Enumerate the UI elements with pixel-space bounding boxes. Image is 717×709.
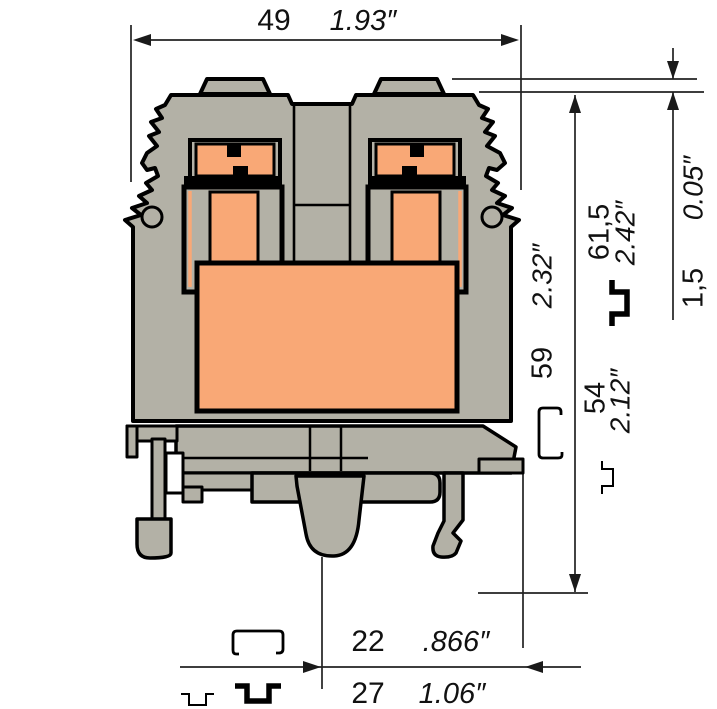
screw-notch-left (233, 166, 248, 176)
rail-tab-right (477, 457, 525, 475)
foot-leg-left (150, 437, 167, 522)
arrow-gap-down (667, 61, 679, 79)
foot-center (294, 474, 366, 558)
busbar (194, 260, 460, 414)
screw-slot-right (410, 144, 424, 157)
foot-channel-cut (164, 451, 185, 495)
foot-slab (174, 424, 518, 475)
label-offset-tophat-mm: 27 (351, 677, 384, 709)
foot-hook-right (431, 471, 465, 559)
label-height-low-inch: 2.12″ (604, 368, 635, 434)
mounting-foot (125, 424, 525, 560)
arrow-offset-left (303, 661, 321, 673)
screw-top-right (372, 77, 446, 96)
label-gap-inch: 0.05″ (677, 155, 708, 220)
dimension-labels: 49 1.93″ 1,5 0.05″ 61,5 2.42″ 59 2.32″ 5… (257, 4, 709, 709)
screw-shaft-left (208, 190, 260, 268)
clamp-bar-right (368, 176, 466, 187)
latch-hole-left (140, 205, 164, 229)
label-width-inch: 1.93″ (330, 5, 398, 37)
arrow-height-bottom (569, 574, 581, 592)
g-rail-icon (231, 629, 285, 656)
dimension-lines (130, 25, 704, 689)
center-channel (292, 105, 352, 262)
arrow-width-right (501, 34, 519, 46)
dimension-arrowheads (133, 34, 679, 673)
label-height-tophat-mm: 61,5 (584, 204, 616, 260)
label-height-low-mm: 54 (580, 382, 612, 414)
latch-hole-right (480, 205, 504, 229)
foot-hook-nub-left (181, 485, 204, 504)
arrow-offset-right (525, 661, 543, 673)
label-offset-grail-mm: 22 (351, 625, 384, 658)
label-height-grail-inch: 2.32″ (526, 243, 557, 309)
top-hat-rail-icon (235, 683, 281, 704)
label-height-tophat-inch: 2.42″ (609, 200, 640, 266)
top-hat-rail-thin-icon-rotated (601, 461, 614, 494)
top-hat-rail-icon-rotated (609, 280, 630, 326)
label-gap-mm: 1,5 (678, 268, 710, 308)
label-width-mm: 49 (257, 4, 290, 37)
rail-symbols (181, 280, 630, 706)
label-offset-grail-inch: .866″ (423, 626, 491, 658)
foot-stub-left (125, 424, 139, 459)
arrow-height-top (569, 95, 581, 113)
arrow-gap-up (667, 92, 679, 110)
top-hat-rail-thin-icon (181, 693, 214, 706)
screw-slot-left (227, 144, 241, 157)
clamp-bar-left (184, 176, 282, 187)
screw-top-left (198, 77, 272, 96)
foot-left (135, 517, 173, 560)
screw-shaft-right (390, 190, 442, 268)
arrow-width-left (133, 34, 151, 46)
terminal-block-part (123, 77, 525, 560)
screw-notch-right (402, 166, 417, 176)
label-height-grail-mm: 59 (527, 347, 559, 379)
label-offset-tophat-inch: 1.06″ (419, 678, 487, 709)
g-rail-icon-rotated (537, 406, 564, 460)
